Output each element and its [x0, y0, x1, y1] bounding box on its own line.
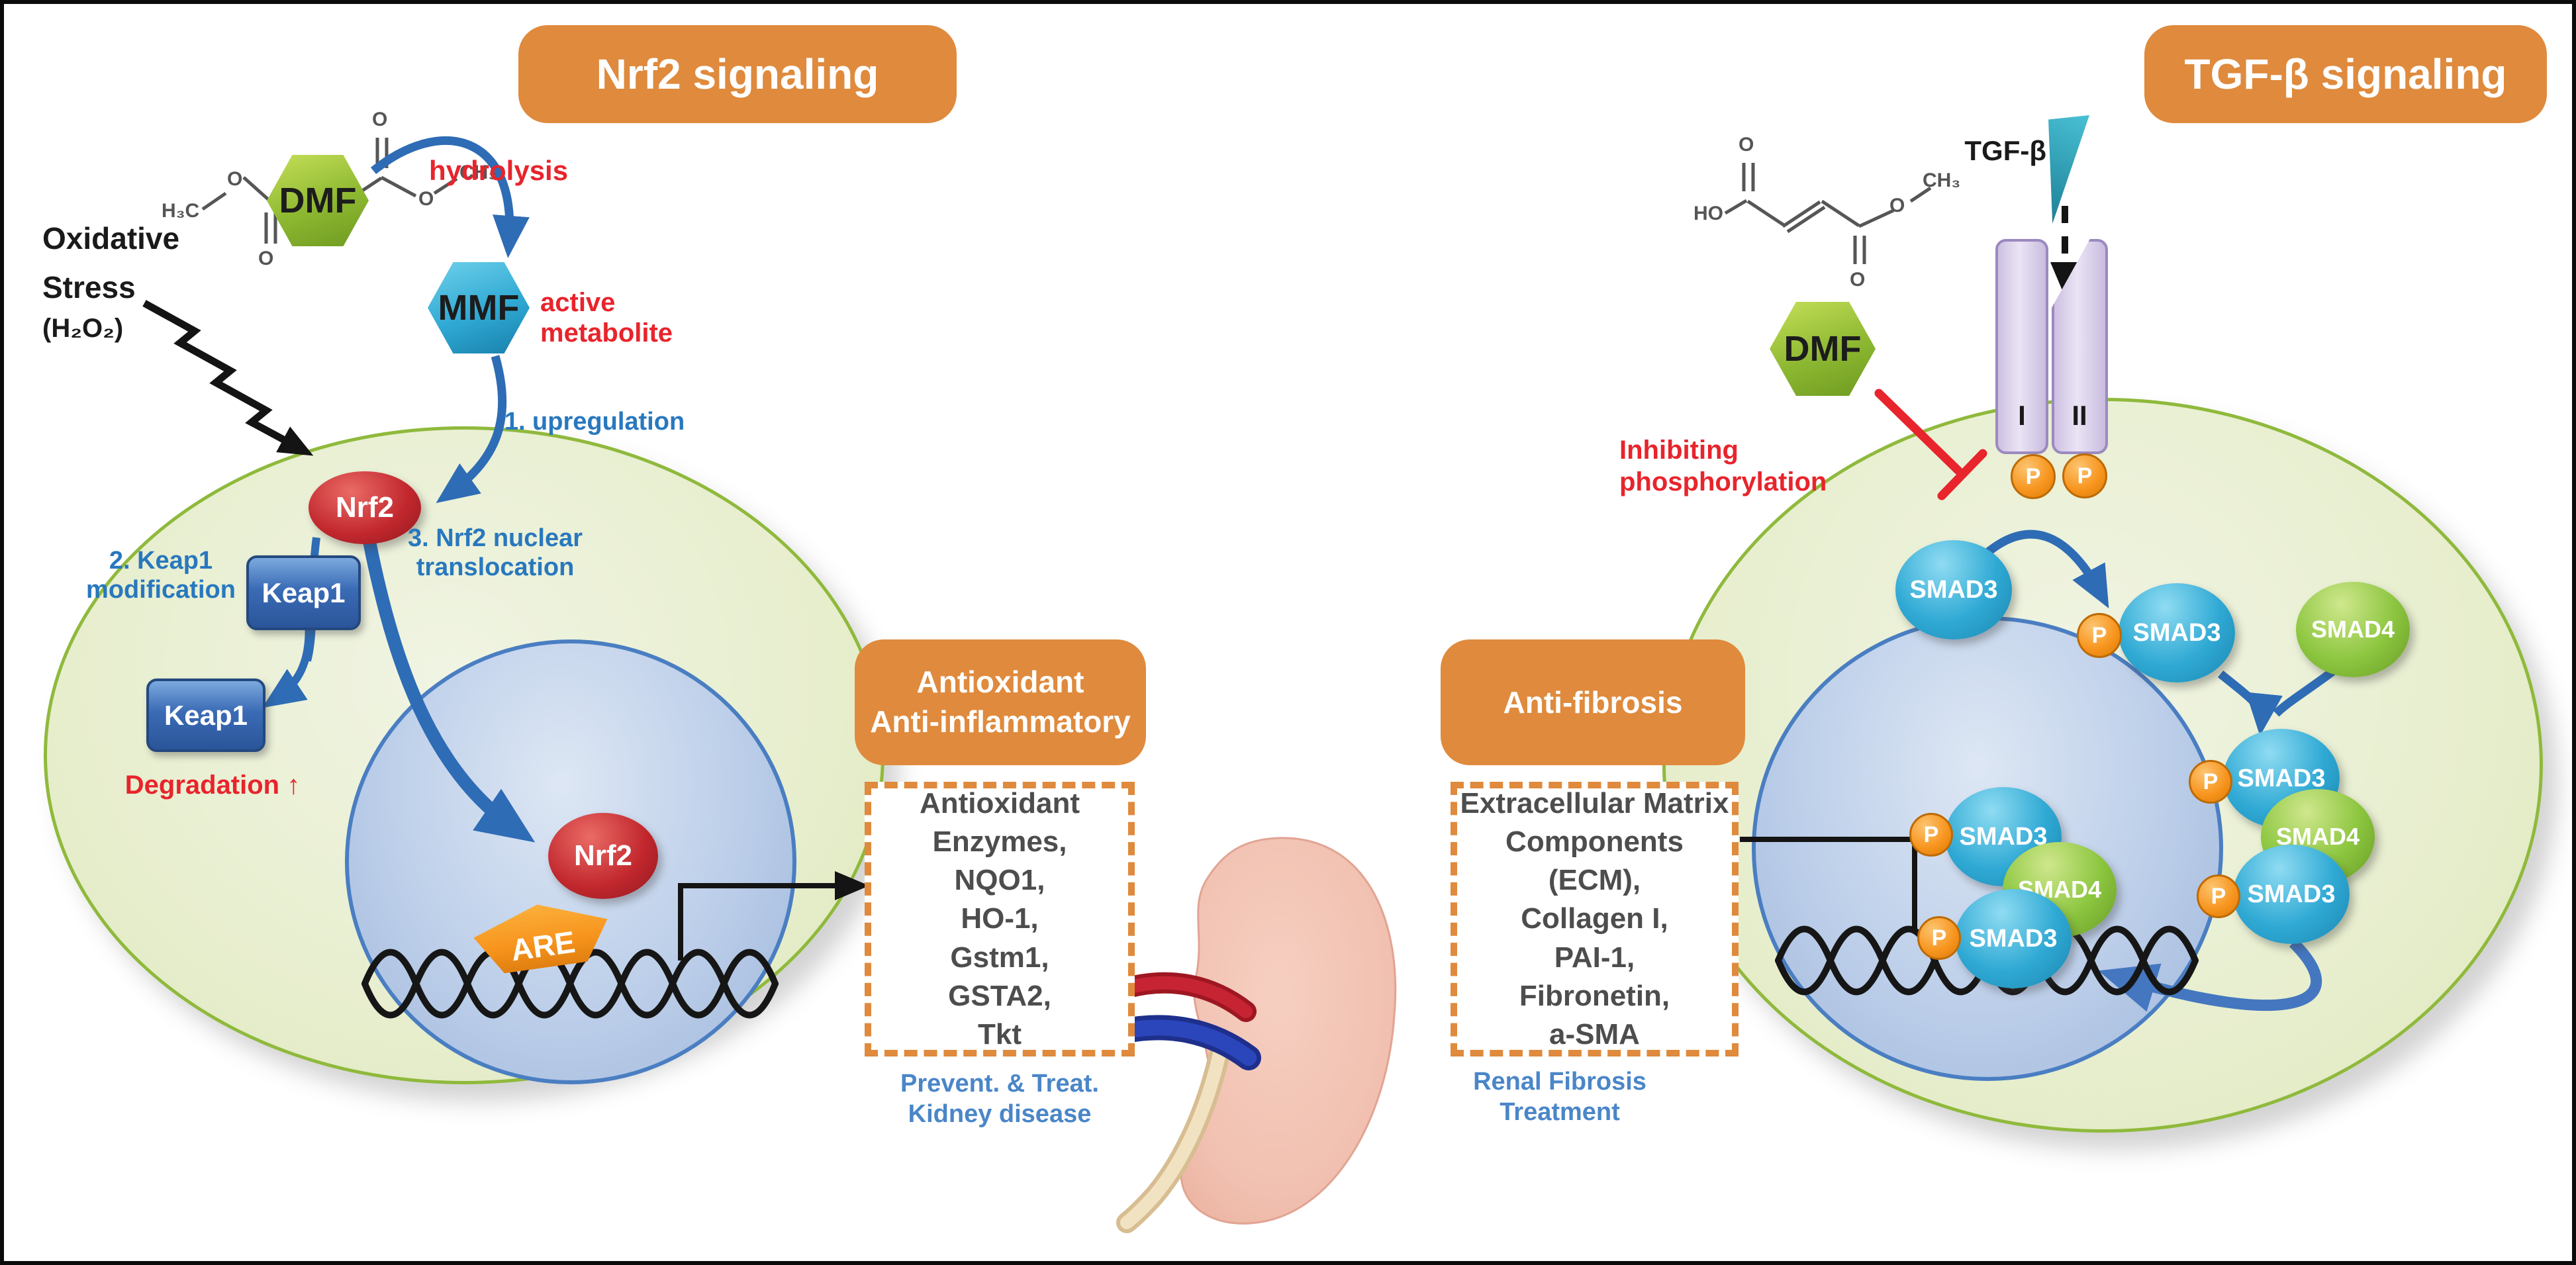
fibrosis-genes-box: Extracellular Matrix Components (ECM), C…	[1451, 782, 1739, 1056]
kidney-illustration	[1110, 837, 1397, 1233]
keap1-label: Keap1	[262, 577, 346, 608]
chem-label-h3c: H₃C	[162, 200, 200, 222]
phospho-smad3-nuclear-2: P	[1917, 916, 1961, 960]
chem-label-o: O	[1850, 269, 1866, 291]
fibrosis-genes-list: Extracellular Matrix Components (ECM), C…	[1460, 787, 1729, 1051]
phospho-label: P	[2091, 622, 2107, 648]
antioxidant-genes-box: Antioxidant Enzymes, NQO1, HO-1, Gstm1, …	[865, 782, 1135, 1056]
dmf-hexagon-right: DMF	[1770, 302, 1876, 396]
phospho-label: P	[2025, 463, 2041, 489]
chem-label-o: O	[227, 168, 243, 190]
smad3-label: SMAD3	[2237, 764, 2326, 792]
keap1-label: Keap1	[164, 699, 248, 731]
are-label: ARE	[508, 924, 577, 968]
nrf2-signaling-header: Nrf2 signaling	[518, 25, 957, 123]
dmf-label: DMF	[1784, 329, 1862, 369]
p-smad3-nuclear-2: SMAD3	[1955, 889, 2072, 988]
phospho-receptor-2: P	[2062, 453, 2107, 498]
tgfb-header-label: TGF-β signaling	[2184, 50, 2507, 98]
chem-label-o: O	[258, 248, 274, 269]
antifibrosis-outcome-label: Anti-fibrosis	[1503, 685, 1683, 720]
phospho-label: P	[2077, 463, 2093, 489]
smad3-label: SMAD3	[2247, 880, 2336, 908]
tgfb-ligand-label: TGF-β	[1964, 135, 2046, 166]
phospho-receptor-1: P	[2011, 454, 2056, 499]
degradation-label: Degradation ↑	[124, 771, 301, 800]
chem-label-o: O	[418, 188, 434, 210]
nrf2-protein-nucleus: Nrf2	[548, 813, 658, 899]
p-smad3-complex-2: SMAD3	[2233, 845, 2350, 944]
receptor-II-label: II	[2072, 400, 2087, 431]
smad3-label: SMAD3	[1909, 575, 1998, 604]
renal-fibrosis-treatment-label: Renal Fibrosis Treatment	[1473, 1068, 1646, 1127]
phospho-smad3: P	[2077, 613, 2122, 658]
phospho-smad3-nuclear: P	[1909, 813, 1953, 857]
renal-vein	[1110, 1015, 1261, 1070]
tgfb-signaling-header: TGF-β signaling	[2144, 25, 2547, 123]
mmf-label: MMF	[438, 288, 520, 328]
smad3-protein: SMAD3	[1895, 540, 2012, 639]
phospho-label: P	[2211, 883, 2226, 909]
ureter	[1116, 1031, 1233, 1233]
phospho-label: P	[1923, 821, 1939, 847]
chem-label-ch3: CH₃	[1923, 169, 1961, 191]
nrf2-header-label: Nrf2 signaling	[596, 50, 879, 98]
smad4-protein: SMAD4	[2296, 582, 2410, 677]
receptor-I-label: I	[2018, 400, 2026, 431]
p-smad3-protein: SMAD3	[2119, 583, 2235, 682]
step-upregulation-label: 1. upregulation	[504, 408, 685, 436]
nrf2-label: Nrf2	[335, 491, 395, 524]
keap1-protein-free: Keap1	[146, 679, 265, 752]
chem-label-o: O	[1739, 134, 1754, 156]
nrf2-label: Nrf2	[573, 839, 633, 872]
smad4-label: SMAD4	[2311, 616, 2395, 643]
antifibrosis-outcome-box: Anti-fibrosis	[1441, 639, 1745, 765]
kidney-treatment-label: Prevent. & Treat. Kidney disease	[900, 1070, 1099, 1129]
inhibiting-phosphorylation-label: Inhibiting phosphorylation	[1619, 436, 1827, 496]
antioxidant-outcome-label: Antioxidant Anti-inflammatory	[870, 665, 1131, 739]
dmf-hexagon: DMF	[267, 155, 369, 246]
hydrolysis-label: hydrolysis	[429, 155, 569, 186]
dmf-label: DMF	[279, 181, 357, 220]
mmf-hexagon: MMF	[428, 262, 530, 353]
smad3-label: SMAD3	[1959, 822, 2048, 851]
oxidative-stress-label: Oxidative Stress	[42, 221, 180, 305]
tgfb-receptor-I	[1995, 239, 2048, 454]
nrf2-protein-cytoplasm: Nrf2	[309, 471, 421, 544]
smad3-label: SMAD3	[2132, 618, 2221, 647]
step-nuclear-translocation-label: 3. Nrf2 nuclear translocation	[408, 524, 583, 581]
phospho-smad3-complex: P	[2189, 760, 2232, 804]
active-metabolite-label: active metabolite	[540, 288, 673, 348]
phospho-label: P	[2203, 769, 2218, 794]
oxidative-stress-formula: (H₂O₂)	[42, 314, 124, 343]
antioxidant-genes-list: Antioxidant Enzymes, NQO1, HO-1, Gstm1, …	[920, 787, 1080, 1051]
tgfb-ligand-icon	[2048, 115, 2089, 224]
chem-label-ho: HO	[1693, 203, 1723, 224]
renal-artery	[1118, 972, 1257, 1022]
antioxidant-outcome-box: Antioxidant Anti-inflammatory	[855, 639, 1146, 765]
smad3-label: SMAD3	[1969, 924, 2058, 953]
phospho-label: P	[1931, 925, 1947, 951]
chem-label-o: O	[372, 109, 388, 130]
step-keap1-modification-label: 2. Keap1 modification	[86, 547, 236, 604]
p-smad3-nuclear: SMAD3	[1945, 787, 2062, 886]
chem-label-o: O	[1889, 195, 1905, 216]
phospho-smad3-complex-2: P	[2197, 874, 2240, 918]
keap1-protein-bound: Keap1	[246, 555, 361, 630]
